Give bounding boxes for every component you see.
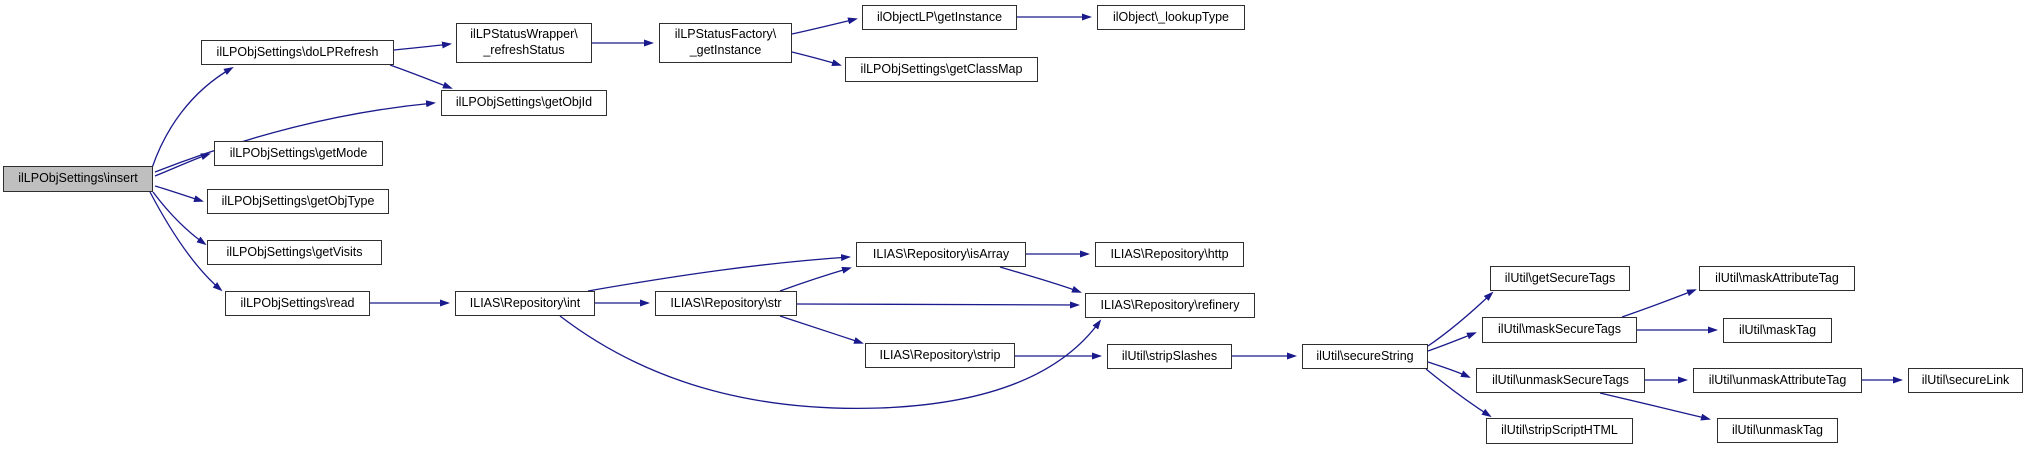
node-ILIAS-Repository-str[interactable]: ILIAS\Repository\str <box>655 291 797 316</box>
node-ILIAS-Repository-int[interactable]: ILIAS\Repository\int <box>455 291 595 316</box>
node-ilUtil-maskAttributeTag[interactable]: ilUtil\maskAttributeTag <box>1699 266 1855 291</box>
node-ilLPObjSettings-getObjType[interactable]: ilLPObjSettings\getObjType <box>207 189 389 214</box>
node-ilLPStatusWrapper-refreshStatus[interactable]: ilLPStatusWrapper\ _refreshStatus <box>456 23 592 63</box>
node-ilLPObjSettings-getClassMap[interactable]: ilLPObjSettings\getClassMap <box>845 57 1038 82</box>
edge-doLPRefresh-refreshStatus <box>393 41 452 51</box>
node-ilLPObjSettings-doLPRefresh[interactable]: ilLPObjSettings\doLPRefresh <box>201 40 394 65</box>
edge-factory-objectLP <box>791 17 858 35</box>
edge-str-strip <box>779 315 864 344</box>
node-ilLPStatusFactory-getInstance[interactable]: ilLPStatusFactory\ _getInstance <box>659 23 792 63</box>
edge-isArray-refinery <box>999 266 1082 293</box>
edge-secureString-stripScriptHTML <box>1425 368 1492 418</box>
edge-str-refinery <box>796 301 1080 309</box>
edge-int-refinery <box>559 315 1102 410</box>
node-ilUtil-stripSlashes[interactable]: ilUtil\stripSlashes <box>1107 344 1232 369</box>
node-ilUtil-maskSecureTags[interactable]: ilUtil\maskSecureTags <box>1482 317 1637 343</box>
node-ilUtil-unmaskSecureTags[interactable]: ilUtil\unmaskSecureTags <box>1476 368 1645 393</box>
node-ilUtil-secureString[interactable]: ilUtil\secureString <box>1302 344 1428 369</box>
edge-insert-getVisits <box>152 191 207 246</box>
node-ilUtil-getSecureTags[interactable]: ilUtil\getSecureTags <box>1490 266 1630 291</box>
node-ilLPObjSettings-getMode[interactable]: ilLPObjSettings\getMode <box>214 141 383 166</box>
node-ilLPObjSettings-getObjId[interactable]: ilLPObjSettings\getObjId <box>441 90 607 116</box>
node-ilObject-lookupType[interactable]: ilObject\_lookupType <box>1097 5 1245 30</box>
edge-secureString-maskSecureTags <box>1427 332 1477 352</box>
node-ilLPObjSettings-getVisits[interactable]: ilLPObjSettings\getVisits <box>207 240 382 265</box>
edge-insert-read <box>149 191 223 292</box>
edge-int-isArray <box>587 254 851 292</box>
node-ILIAS-Repository-refinery[interactable]: ILIAS\Repository\refinery <box>1085 293 1255 318</box>
node-ILIAS-Repository-strip[interactable]: ILIAS\Repository\strip <box>865 343 1015 368</box>
edge-insert-doLPRefresh <box>151 67 234 169</box>
edge-insert-getObjId <box>154 100 436 173</box>
node-ILIAS-Repository-isArray[interactable]: ILIAS\Repository\isArray <box>856 242 1026 267</box>
edge-doLPRefresh-getObjId <box>389 64 453 89</box>
edge-insert-getMode <box>154 153 211 177</box>
node-ilUtil-stripScriptHTML[interactable]: ilUtil\stripScriptHTML <box>1486 418 1633 444</box>
node-ilLPObjSettings-read[interactable]: ilLPObjSettings\read <box>225 291 370 316</box>
node-ilLPObjSettings-insert[interactable]: ilLPObjSettings\insert <box>3 166 153 192</box>
edge-str-isArray <box>779 266 852 292</box>
edge-maskSecureTags-maskAttributeTag <box>1621 289 1697 318</box>
edge-secureString-unmaskSecureTags <box>1427 361 1471 378</box>
edge-factory-getClassMap <box>791 51 842 66</box>
node-ilUtil-unmaskAttributeTag[interactable]: ilUtil\unmaskAttributeTag <box>1693 368 1862 393</box>
node-ilUtil-unmaskTag[interactable]: ilUtil\unmaskTag <box>1717 418 1838 443</box>
node-ilUtil-maskTag[interactable]: ilUtil\maskTag <box>1723 318 1832 343</box>
edge-unmaskSecureTags-unmaskTag <box>1599 392 1711 421</box>
edge-insert-getObjType <box>154 185 204 202</box>
node-ilObjectLP-getInstance[interactable]: ilObjectLP\getInstance <box>862 5 1017 30</box>
edge-secureString-getSecureTags <box>1427 291 1494 347</box>
node-ILIAS-Repository-http[interactable]: ILIAS\Repository\http <box>1095 242 1244 267</box>
node-ilUtil-secureLink[interactable]: ilUtil\secureLink <box>1908 368 2023 393</box>
